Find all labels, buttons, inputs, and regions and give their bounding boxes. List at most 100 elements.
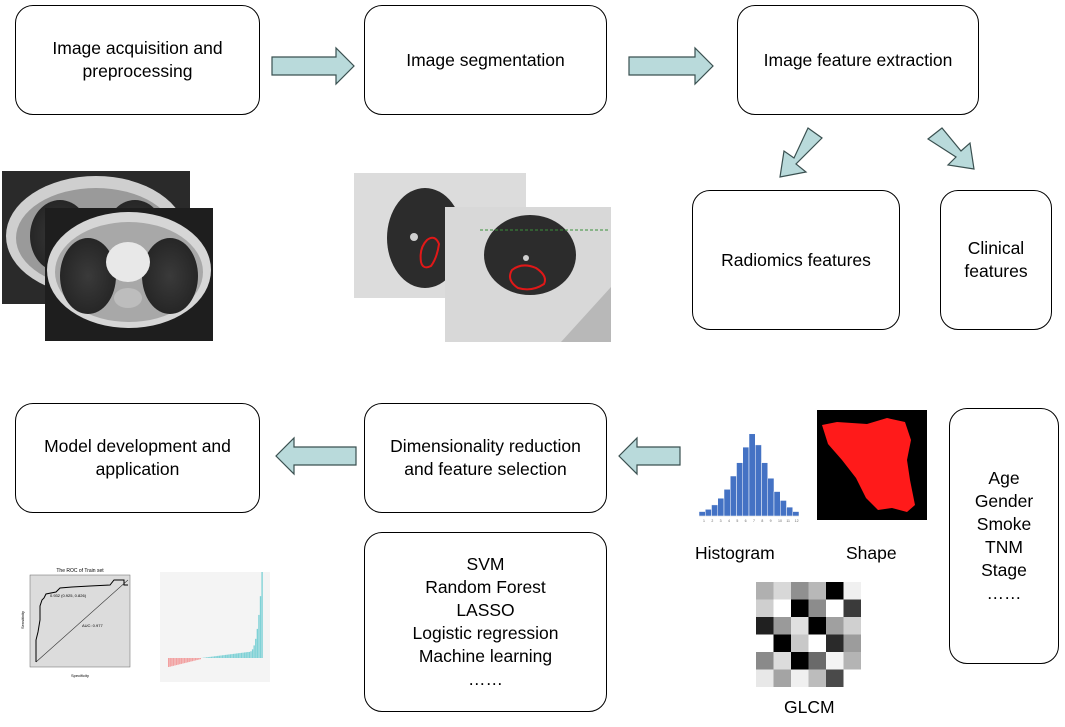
histogram-tick-label: 3 (720, 519, 722, 523)
waterfall-bar (223, 655, 225, 658)
waterfall-bar (207, 657, 209, 658)
waterfall-bar (179, 658, 181, 665)
arrow-features-to-dim (618, 436, 681, 476)
glcm-cell (808, 652, 826, 670)
waterfall-bar (236, 653, 238, 658)
glcm-cell (843, 617, 861, 635)
waterfall-bar (228, 654, 230, 658)
glcm-cell (773, 669, 791, 687)
roc-threshold-label: 0.932 (0.925, 0.826) (50, 593, 87, 598)
arrow-acq-to-seg (271, 46, 355, 86)
waterfall-bar (185, 658, 187, 663)
waterfall-bar (240, 652, 243, 658)
histogram-tick-label: 9 (770, 519, 772, 523)
clinical-tnm: TNM (985, 537, 1023, 557)
waterfall-bar (231, 654, 233, 658)
glcm-cell (756, 669, 774, 687)
glcm-cell (843, 652, 861, 670)
glcm-cell (826, 582, 844, 600)
waterfall-bar (247, 652, 249, 658)
waterfall-bar (212, 656, 214, 658)
glcm-cell (756, 599, 774, 617)
waterfall-bar (229, 654, 232, 658)
glcm-cell (843, 634, 861, 652)
clinical-ellipsis: …… (986, 583, 1022, 603)
waterfall-bar (191, 658, 194, 662)
waterfall-bar (209, 656, 211, 658)
glcm-cell (808, 669, 826, 687)
glcm-matrix-image (756, 582, 861, 687)
glcm-cell (773, 617, 791, 635)
glcm-cell (791, 652, 809, 670)
glcm-cell (791, 582, 809, 600)
glcm-cell (756, 634, 774, 652)
waterfall-bar (215, 656, 217, 658)
clinical-smoke: Smoke (976, 514, 1032, 534)
glcm-cell (773, 582, 791, 600)
roc-curve (35, 579, 128, 662)
waterfall-bar (174, 658, 176, 666)
glcm-cell (843, 582, 861, 600)
clinical-gender: Gender (974, 491, 1034, 511)
waterfall-plot-image (160, 572, 270, 682)
histogram-tick-label: 8 (761, 519, 763, 523)
glcm-cell (808, 582, 826, 600)
roc-title: The ROC of Train set (56, 568, 104, 574)
glcm-cell (773, 634, 791, 652)
step-image-segmentation: Image segmentation (364, 5, 607, 115)
glcm-cell (808, 617, 826, 635)
histogram-tick-label: 10 (778, 519, 782, 523)
arrow-ext-to-radiomics (779, 127, 823, 178)
waterfall-bar (196, 658, 198, 661)
waterfall-bar (237, 653, 240, 658)
waterfall-bar (226, 654, 228, 658)
glcm-cell (826, 634, 844, 652)
segmentation-image-front (445, 207, 611, 342)
waterfall-bar (245, 652, 247, 658)
histogram-tick-label: 5 (736, 519, 738, 523)
waterfall-bar (187, 658, 189, 663)
roc-xlabel: Specificity (71, 673, 89, 678)
shape-red-mask (822, 418, 915, 512)
waterfall-bar (194, 658, 197, 661)
waterfall-bar (183, 658, 186, 664)
waterfall-bar (244, 652, 246, 658)
waterfall-bar (255, 638, 257, 658)
glcm-cell (843, 669, 861, 687)
waterfall-bar (253, 645, 255, 658)
step-dimensionality-reduction: Dimensionality reduction and feature sel… (364, 403, 607, 513)
methods-list-box: SVM Random Forest LASSO Logistic regress… (364, 532, 607, 712)
histogram-tick-label: 2 (711, 519, 713, 523)
histogram-label: Histogram (695, 543, 775, 563)
waterfall-bar (239, 653, 241, 658)
clinical-age: Age (988, 468, 1020, 488)
arrow-dim-to-model (275, 436, 357, 476)
histogram-tick-label: 12 (795, 519, 799, 523)
histogram-tick-label: 11 (786, 519, 790, 523)
radiomics-features-box: Radiomics features (692, 190, 900, 330)
arrow-ext-to-clinical (926, 127, 975, 170)
glcm-label: GLCM (784, 697, 835, 717)
histogram-tick-label: 1 (703, 519, 705, 523)
waterfall-bar (199, 658, 202, 660)
clinical-features-box: Clinical features (940, 190, 1052, 330)
waterfall-bar (206, 657, 208, 658)
waterfall-bar (217, 655, 219, 658)
glcm-cell (791, 634, 809, 652)
glcm-cell (843, 599, 861, 617)
waterfall-bar (258, 614, 260, 658)
waterfall-bar (172, 658, 175, 666)
waterfall-bar (188, 658, 190, 662)
glcm-cell (826, 652, 844, 670)
waterfall-bar (242, 652, 244, 658)
waterfall-bar (256, 628, 259, 658)
waterfall-bar (225, 654, 227, 658)
step-model-development: Model development and application (15, 403, 260, 513)
method-svm: SVM (466, 554, 505, 574)
glcm-cell (826, 599, 844, 617)
